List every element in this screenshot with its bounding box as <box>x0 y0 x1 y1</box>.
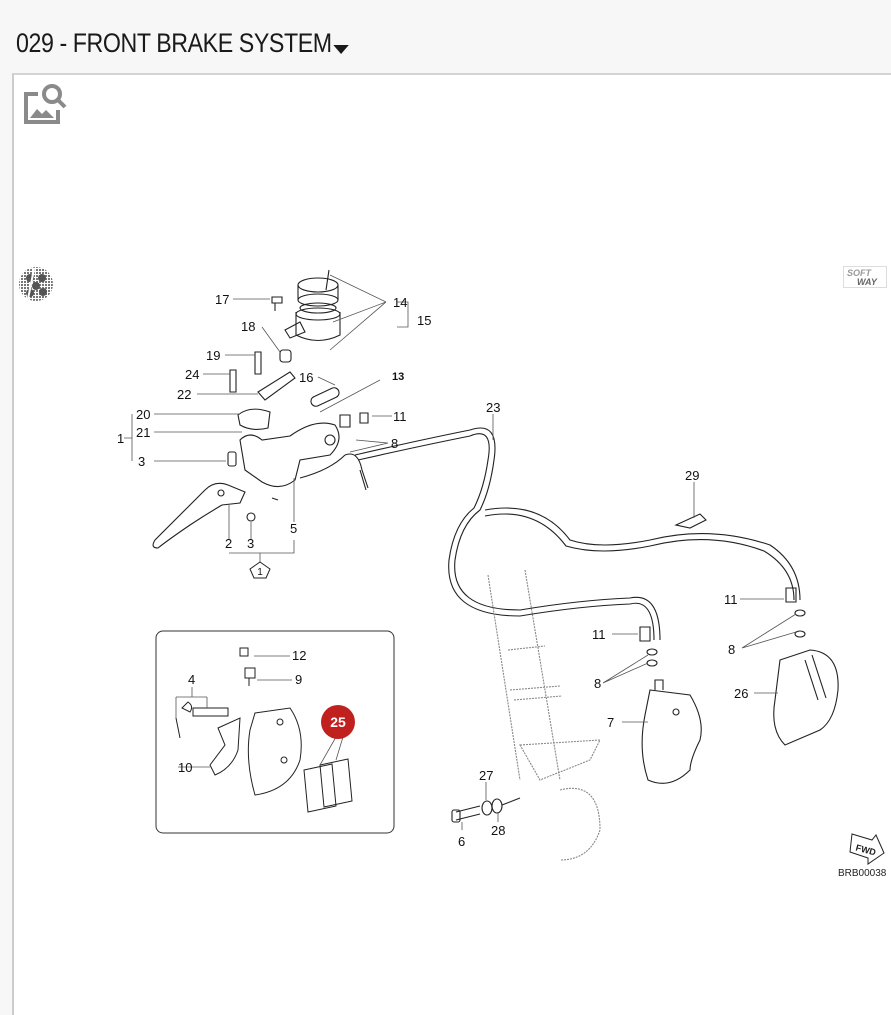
callout-21[interactable]: 21 <box>136 425 150 440</box>
brake-caliper-right[interactable] <box>773 649 839 746</box>
fwd-arrow-icon: FWD <box>849 833 885 865</box>
highlighted-part-badge[interactable] <box>321 705 355 739</box>
callout-26[interactable]: 26 <box>734 686 748 701</box>
page-title[interactable]: 029 - FRONT BRAKE SYSTEM <box>16 28 349 59</box>
callout-13[interactable]: 13 <box>392 371 404 383</box>
callout-4[interactable]: 4 <box>188 672 195 687</box>
callout-27[interactable]: 27 <box>479 768 493 783</box>
callout-29[interactable]: 29 <box>685 468 699 483</box>
callout-12[interactable]: 12 <box>292 648 306 663</box>
callout-5[interactable]: 5 <box>290 521 297 536</box>
logo-text-bottom: WAY <box>857 277 878 287</box>
callout-6[interactable]: 6 <box>458 834 465 849</box>
brake-lever[interactable] <box>152 482 246 549</box>
callout-24[interactable]: 24 <box>185 367 199 382</box>
callout-8-mid[interactable]: 8 <box>594 676 601 691</box>
callout-8-top[interactable]: 8 <box>391 436 398 451</box>
diagram-code: BRB00038 <box>838 868 887 879</box>
callout-9[interactable]: 9 <box>295 672 302 687</box>
page-title-text: 029 - FRONT BRAKE SYSTEM <box>16 28 332 58</box>
callout-18[interactable]: 18 <box>241 319 255 334</box>
callout-7[interactable]: 7 <box>607 715 614 730</box>
callout-3-lower[interactable]: 3 <box>247 536 254 551</box>
callout-25[interactable]: 25 <box>330 714 346 730</box>
brake-caliper-left[interactable] <box>641 679 702 784</box>
master-cylinder[interactable] <box>237 386 369 491</box>
callout-17[interactable]: 17 <box>215 292 229 307</box>
callout-20[interactable]: 20 <box>136 407 150 422</box>
kit-symbol-label: 1 <box>257 567 263 578</box>
callout-1[interactable]: 1 <box>117 431 124 446</box>
callout-8-right[interactable]: 8 <box>728 642 735 657</box>
logo-text-top: SOFT <box>847 268 873 278</box>
callout-15[interactable]: 15 <box>417 313 431 328</box>
callout-2[interactable]: 2 <box>225 536 232 551</box>
callout-23[interactable]: 23 <box>486 400 500 415</box>
callout-10[interactable]: 10 <box>178 760 192 775</box>
callout-11-right[interactable]: 11 <box>724 592 738 607</box>
callout-11-mid[interactable]: 11 <box>592 627 606 642</box>
callout-11-top[interactable]: 11 <box>393 409 407 424</box>
callout-19[interactable]: 19 <box>206 348 220 363</box>
kit-symbol <box>249 561 271 579</box>
caliper-detail-inset: 12 9 4 10 25 <box>155 630 395 834</box>
callout-28[interactable]: 28 <box>491 823 505 838</box>
image-search-icon[interactable] <box>20 82 68 128</box>
brake-fluid-reservoir[interactable] <box>284 269 341 342</box>
callout-3[interactable]: 3 <box>138 454 145 469</box>
caret-down-icon[interactable] <box>333 45 349 54</box>
callout-labels: 17 18 19 24 22 20 21 1 3 14 15 16 13 11 … <box>117 292 748 849</box>
callout-22[interactable]: 22 <box>177 387 191 402</box>
dotted-globe-icon[interactable] <box>18 266 54 302</box>
callout-16[interactable]: 16 <box>299 370 313 385</box>
diagram-panel <box>12 73 891 1015</box>
fork-tube <box>487 569 601 861</box>
callout-14[interactable]: 14 <box>393 295 407 310</box>
softway-logo: SOFT WAY <box>843 266 887 288</box>
